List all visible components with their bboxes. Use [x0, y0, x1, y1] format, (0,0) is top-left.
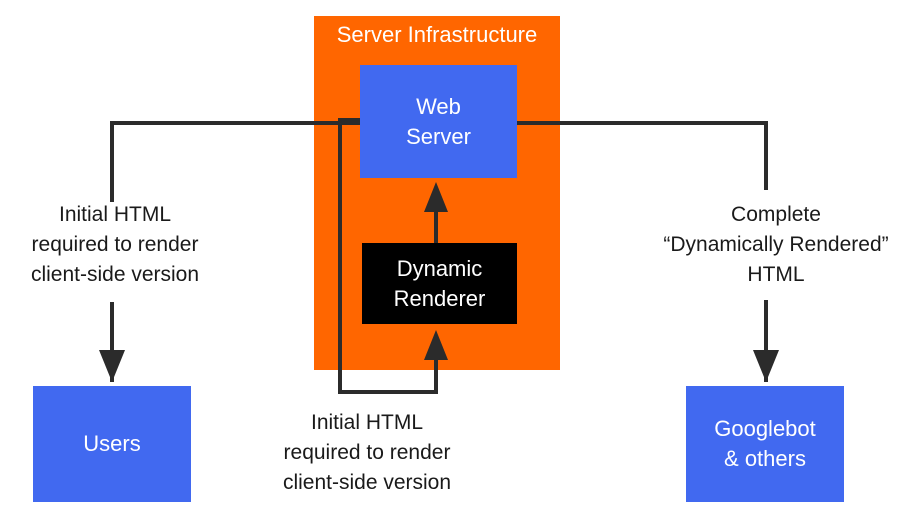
arrowhead-renderer-input	[424, 330, 448, 360]
users-box: Users	[33, 386, 191, 502]
arrowhead-googlebot	[753, 350, 779, 382]
arrowhead-users	[99, 350, 125, 382]
line-web-server-to-googlebot	[517, 121, 768, 190]
arrowhead-web-server-input	[424, 182, 448, 212]
label-complete-html-right: Complete “Dynamically Rendered” HTML	[663, 203, 889, 286]
label-initial-html-bottom: Initial HTML required to render client-s…	[282, 411, 452, 494]
server-infrastructure-title: Server Infrastructure	[336, 22, 538, 47]
line-web-server-loop-to-renderer	[338, 118, 438, 394]
web-server-box: Web Server	[360, 65, 517, 178]
label-initial-html-left: Initial HTML required to render client-s…	[30, 203, 200, 286]
dynamic-renderer-box: Dynamic Renderer	[362, 243, 517, 324]
line-web-server-to-users	[110, 121, 360, 202]
googlebot-box: Googlebot & others	[686, 386, 844, 502]
